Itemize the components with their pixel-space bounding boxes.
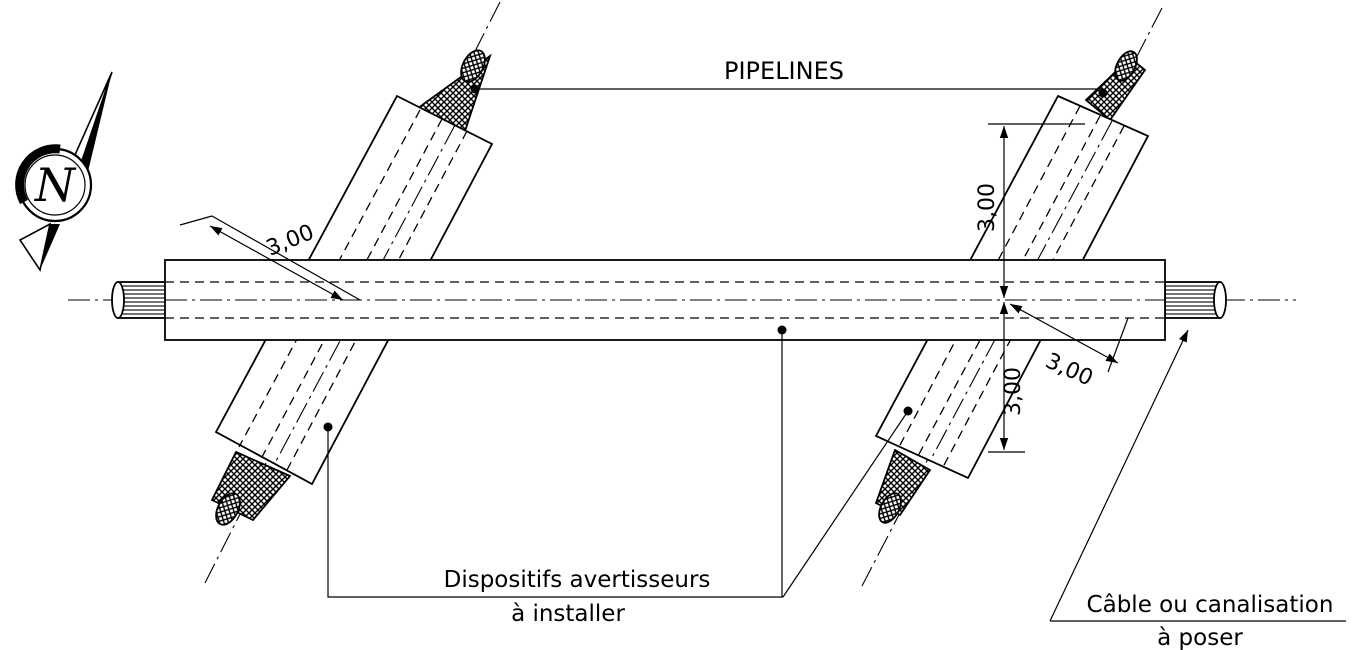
pipelines-label: PIPELINES	[724, 57, 844, 85]
left-offset-label: 3,00	[263, 220, 318, 262]
compass-letter: N	[34, 158, 77, 212]
pipelines-callout: PIPELINES	[470, 57, 1108, 98]
cable-callout: Câble ou canalisation à poser	[1049, 329, 1346, 650]
right-vertical-top-label: 3,00	[975, 183, 1000, 232]
right-vertical-bottom-label: 3,00	[1001, 367, 1026, 416]
cable-left-end	[117, 281, 167, 319]
cable-right-end	[1164, 281, 1221, 319]
cable-label-line2: à poser	[1157, 625, 1243, 650]
devices-label-line2: à installer	[511, 601, 625, 627]
right-offset-label: 3,00	[1042, 349, 1097, 392]
devices-label-line1: Dispositifs avertisseurs	[444, 567, 711, 593]
cable	[68, 259, 1296, 341]
devices-callout: Dispositifs avertisseurs à installer	[323, 325, 913, 627]
right-vertical-dimensions: 3,00 3,00	[975, 123, 1085, 453]
north-arrow-icon: N	[15, 71, 113, 273]
cable-label-line1: Câble ou canalisation	[1087, 592, 1334, 618]
